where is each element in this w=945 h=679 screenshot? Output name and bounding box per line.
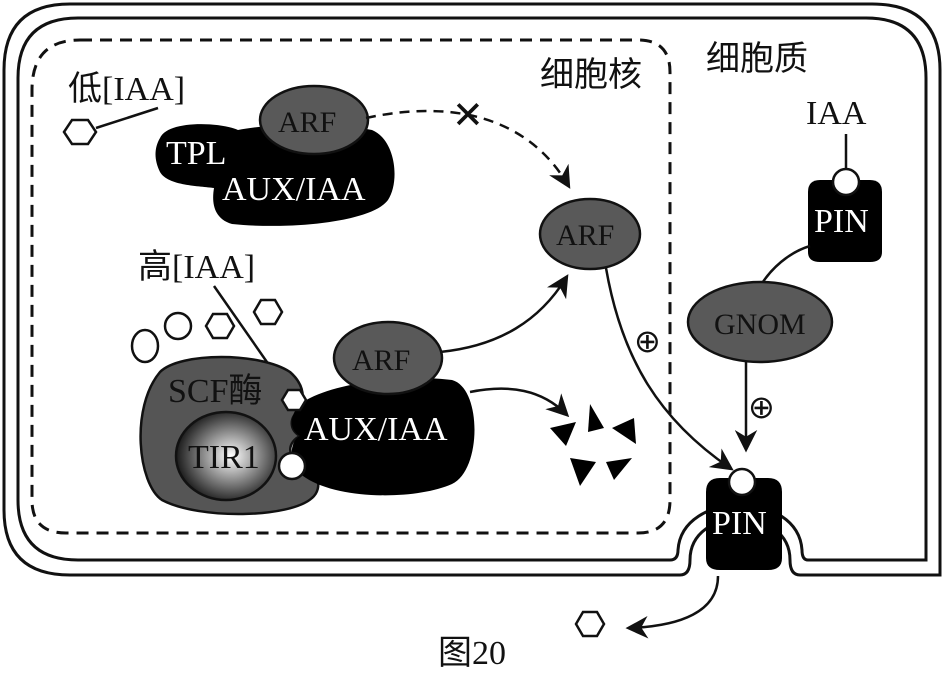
arf-protein-top [258,84,370,156]
blocked-mark-icon: ✕ [452,93,484,137]
degradation-arrow [469,387,570,418]
arf-protein-free [538,197,642,271]
cytoplasm-label: 细胞质 [706,40,808,78]
pin-label-vesicle: PIN [814,203,869,240]
high-iaa-label: 高[IAA] [138,248,255,286]
tpl-label: TPL [166,135,226,172]
blocked-arrow [365,109,571,189]
arf-protein-bound [332,320,444,396]
nucleus-label: 细胞核 [540,56,642,94]
arf-label-top: ARF [278,106,336,139]
aux-iaa-label-top: AUX/IAA [222,171,366,208]
aux-iaa-degron-complex [291,378,475,496]
arf-label-free: ARF [556,219,614,252]
iaa-label-cytoplasm: IAA [806,95,867,132]
low-iaa-label: 低[IAA] [68,71,185,108]
iaa-efflux-arrow [625,575,720,639]
iaa-molecule-icon [280,388,308,412]
iaa-molecule-icon [252,298,284,326]
pin-protein-vesicle [808,180,882,262]
degraded-fragment-icon [570,458,596,486]
arf-label-bound: ARF [352,344,410,377]
low-iaa-pointer [95,106,159,130]
gnom-protein [686,280,834,364]
arf-release-arrow [439,274,569,354]
iaa-binding-site-icon [831,167,861,197]
tir1-label: TIR1 [188,439,260,476]
cell-membrane [16,16,928,562]
iaa-binding-site-icon [727,467,757,497]
pin-protein-membrane [706,478,782,570]
iaa-molecule-icon [204,312,236,340]
degraded-fragment-icon [588,404,604,432]
promotion-mark-icon: ⊕ [634,322,661,360]
iaa-molecule-icon [62,118,98,146]
promotion-mark-icon: ⊕ [748,388,775,426]
scf-label: SCF酶 [168,372,263,410]
aux-iaa-label-bound: AUX/IAA [304,411,448,448]
nucleus-boundary [30,38,672,535]
degraded-fragment-icon [550,422,576,446]
iaa-molecule-icon [574,610,606,638]
cell-wall-outer [2,2,942,577]
arf-to-pin-arrow [604,267,734,471]
tir1-receptor [174,410,278,502]
figure-caption: 图20 [438,635,506,672]
degraded-fragment-icon [606,458,632,480]
gnom-label: GNOM [714,308,806,341]
iaa-molecule-icon [163,311,193,341]
iaa-molecule-icon [277,451,307,481]
iaa-molecule-icon [130,328,160,364]
pin-label-membrane: PIN [712,505,767,542]
degraded-fragment-icon [612,418,636,444]
